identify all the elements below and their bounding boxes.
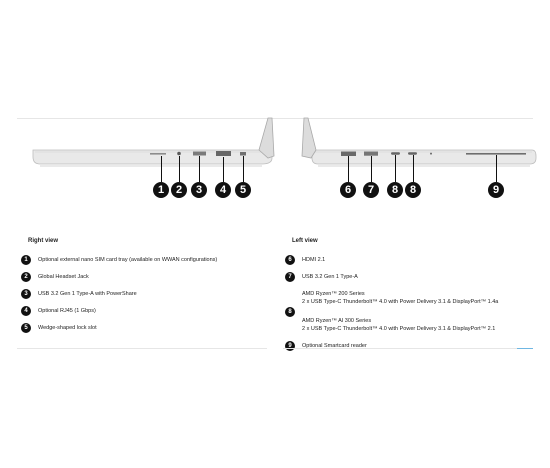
item-number-badge: 6: [285, 255, 295, 265]
right-view-heading: Right view: [28, 238, 59, 244]
diagram-marker: 7: [363, 182, 379, 198]
item-number-badge: 4: [21, 306, 31, 316]
left-view-item-text: 2 x USB Type-C Thunderbolt™ 4.0 with Pow…: [302, 299, 499, 305]
item-number-badge: 2: [21, 272, 31, 282]
diagram-marker: 5: [235, 182, 251, 198]
item-number-badge: 9: [285, 341, 295, 351]
diagram-marker: 6: [340, 182, 356, 198]
right-view-item-text: Global Headset Jack: [38, 274, 89, 280]
left-view-item-text: Optional Smartcard reader: [302, 343, 367, 349]
item-number-badge: 8: [285, 307, 295, 317]
pointer-line: [413, 155, 414, 182]
pointer-line: [395, 155, 396, 182]
pointer-line: [223, 157, 224, 182]
item-number-badge: 3: [21, 289, 31, 299]
left-view-item-text: HDMI 2.1: [302, 257, 326, 263]
pointer-line: [161, 156, 162, 182]
diagram-marker: 1: [153, 182, 169, 198]
item-number-badge: 1: [21, 255, 31, 265]
pointer-line: [243, 156, 244, 182]
pointer-line: [179, 156, 180, 182]
pointer-line: [348, 156, 349, 182]
left-view-item-text: AMD Ryzen™ 200 Series: [302, 291, 365, 297]
diagram-marker: 9: [488, 182, 504, 198]
bottom-divider: [17, 348, 267, 349]
top-divider: [17, 118, 533, 119]
item-number-badge: 7: [285, 272, 295, 282]
diagram-marker: 4: [215, 182, 231, 198]
diagram-marker: 3: [191, 182, 207, 198]
diagram-marker: 8: [405, 182, 421, 198]
accent-divider: [517, 348, 533, 349]
left-view-item-text: 2 x USB Type-C Thunderbolt™ 4.0 with Pow…: [302, 326, 496, 332]
right-side-laptop: [32, 117, 275, 167]
pointer-line: [371, 156, 372, 182]
left-view-heading: Left view: [292, 238, 318, 244]
left-view-item-text: USB 3.2 Gen 1 Type-A: [302, 274, 358, 280]
diagram-marker: 8: [387, 182, 403, 198]
left-view-item-text: AMD Ryzen™ AI 300 Series: [302, 318, 372, 324]
right-view-item-text: Optional external nano SIM card tray (av…: [38, 257, 218, 263]
pointer-line: [496, 155, 497, 182]
diagram-marker: 2: [171, 182, 187, 198]
right-view-item-text: Wedge-shaped lock slot: [38, 325, 97, 331]
right-view-item-text: Optional RJ45 (1 Gbps): [38, 308, 96, 314]
pointer-line: [199, 156, 200, 182]
laptop-illustration: [32, 117, 537, 167]
left-side-laptop: [301, 117, 537, 167]
right-view-item-text: USB 3.2 Gen 1 Type-A with PowerShare: [38, 291, 137, 297]
bottom-divider: [283, 348, 517, 349]
item-number-badge: 5: [21, 323, 31, 333]
